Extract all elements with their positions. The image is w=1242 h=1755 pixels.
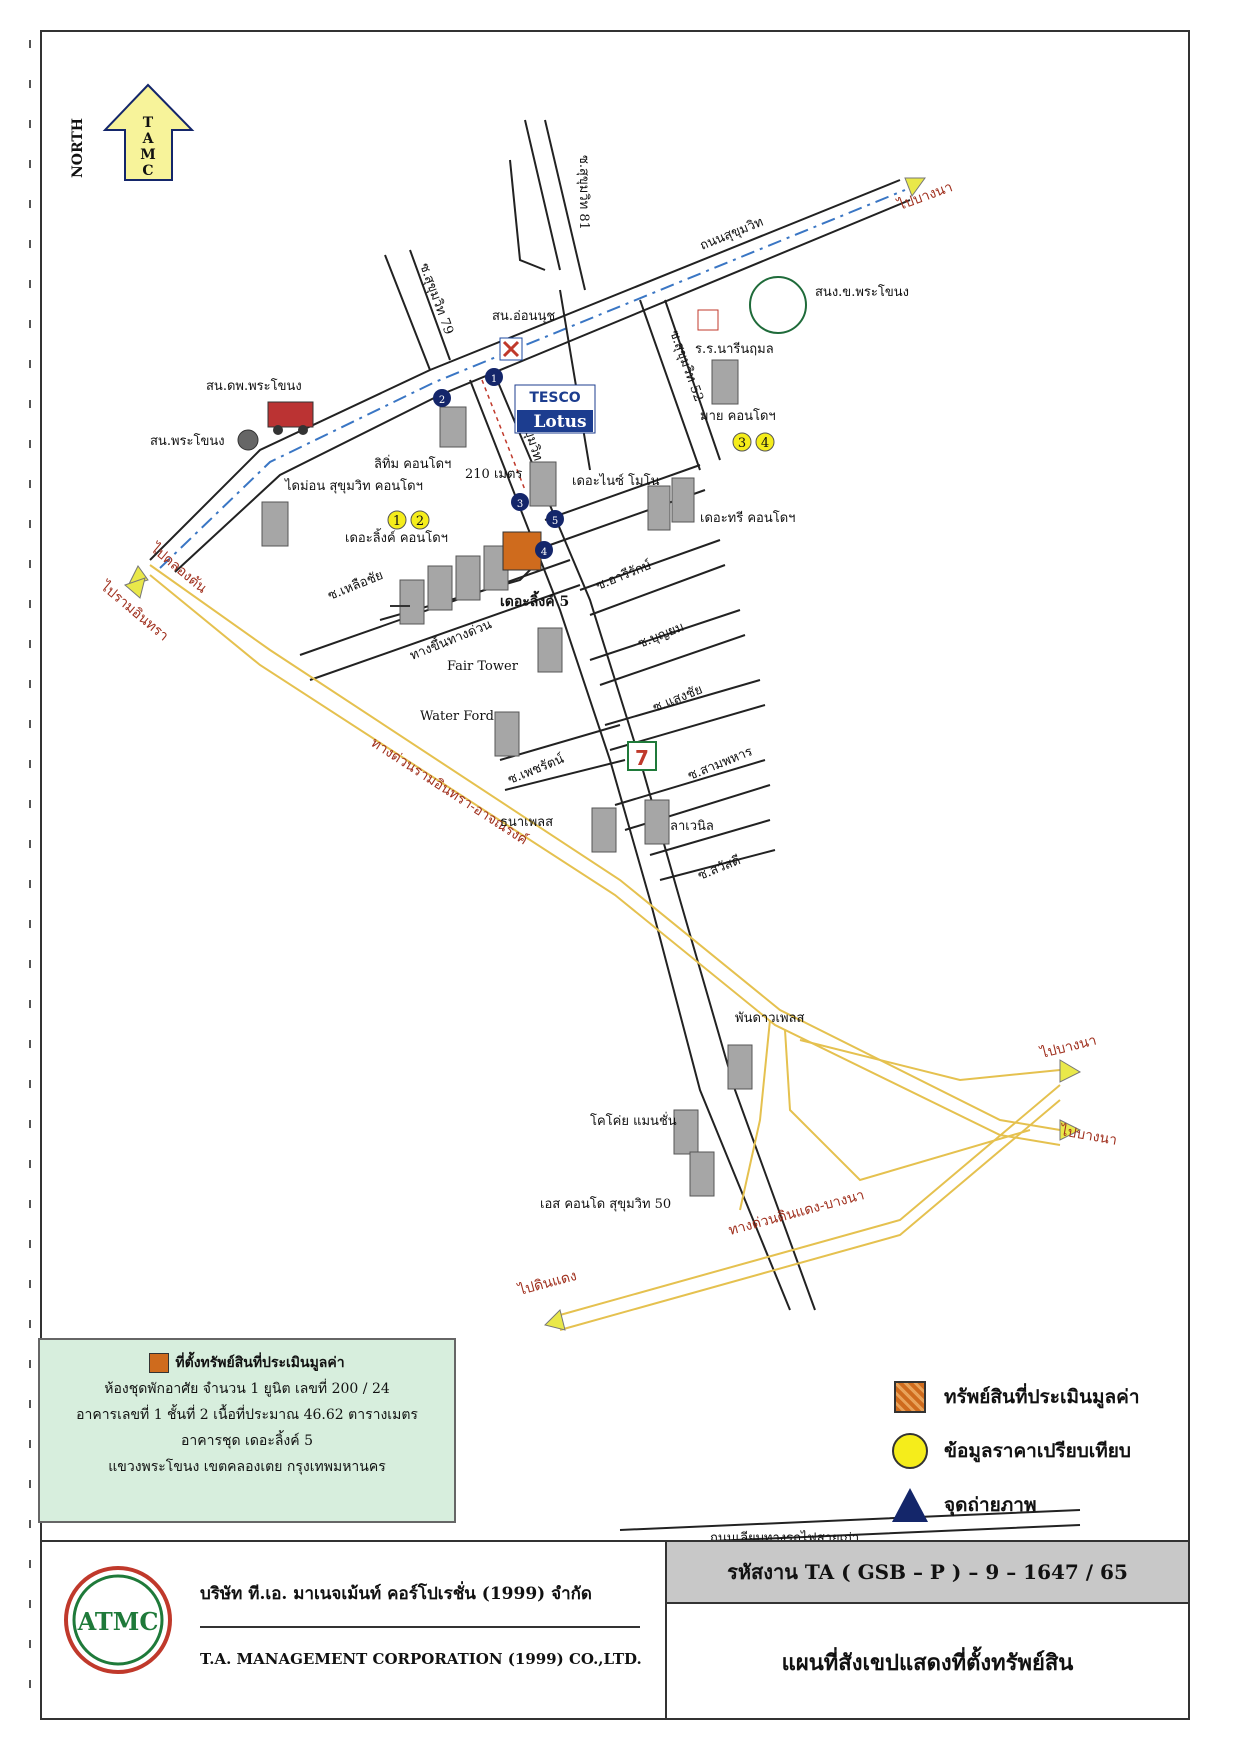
comparable-legend-icon: [892, 1433, 928, 1469]
north-arrow: T A M C NORTH: [70, 83, 195, 181]
soi-81-label: ซ.สุขุมวิท 81: [576, 155, 591, 230]
comparable-markers: 1 2 3 4: [387, 432, 775, 530]
distance-label: 210 เมตร: [465, 467, 522, 482]
info-line-1: ห้องชุดพักอาศัย จำนวน 1 ยูนิต เลขที่ 200…: [104, 1381, 390, 1397]
water-ford-label: Water Ford: [420, 709, 494, 724]
svg-text:TESCO: TESCO: [529, 390, 580, 406]
bts-logo: [499, 337, 523, 361]
soi-boonyom-label: ซ.บุญยม: [636, 620, 687, 652]
fire-station-label: สน.ดพ.พระโขนง: [206, 378, 302, 394]
building-icons: [261, 359, 753, 1197]
expressway-dindaeng-label: ทางด่วนดินแดง-บางนา: [727, 1187, 866, 1239]
company-name-thai: บริษัท ที.เอ. มาเนจเม้นท์ คอร์โปเรชั่น (…: [200, 1584, 592, 1604]
svg-text:Lotus: Lotus: [533, 412, 586, 432]
property-info-box: ที่ตั้งทรัพย์สินที่ประเมินมูลค่า ห้องชุด…: [38, 1338, 456, 1523]
cocoa-mansion-label: โคโค่ย แมนชั่น: [590, 1112, 677, 1129]
north-letter-a: A: [142, 131, 155, 147]
liteam-label: ลิทิ่ม คอนโดฯ: [374, 455, 451, 472]
soi-50-road: [469, 379, 791, 1311]
district-office-label: สนง.ข.พระโขนง: [815, 284, 909, 300]
soi-aree-label: ซ.อารีรักษ์: [594, 557, 655, 594]
footer: ATMC บริษัท ที.เอ. มาเนจเม้นท์ คอร์โปเรช…: [40, 1540, 1190, 1720]
svg-text:ATMC: ATMC: [77, 1607, 159, 1636]
svg-text:2: 2: [439, 395, 445, 406]
lavin-label: ลาเวนิล: [670, 819, 714, 834]
info-line-3: อาคารชุด เดอะลิ้งค์ 5: [180, 1433, 313, 1449]
svg-text:2: 2: [416, 514, 424, 529]
svg-text:5: 5: [552, 516, 558, 527]
map-title: แผนที่สังเขปแสดงที่ตั้งทรัพย์สิน: [781, 1649, 1074, 1676]
pundao-place-label: พันดาวเพลส: [735, 1011, 804, 1026]
fair-tower-label: Fair Tower: [447, 659, 519, 674]
expressway-network: [124, 564, 1082, 1331]
soi-luechai-label: ซ.เหลือชัย: [326, 567, 386, 604]
tesco-lotus-logo: TESCO Lotus: [514, 384, 596, 434]
to-bangna-r1-label: ไปบางนา: [1038, 1032, 1098, 1063]
north-letter-c: C: [142, 163, 153, 179]
svg-text:4: 4: [541, 547, 547, 558]
to-dindaeng-label: ไปดินแดง: [516, 1267, 579, 1299]
legend-photo: จุดถ่ายภาพ: [944, 1494, 1037, 1516]
subject-swatch-icon: [149, 1353, 170, 1373]
police-station-label: สน.พระโขนง: [150, 433, 225, 449]
soi-sampaharn-label: ซ.สามพหาร: [686, 744, 755, 783]
map-frame: [40, 30, 1190, 1720]
bts-onnut-label: สน.อ่อนนุช: [492, 309, 555, 324]
company-name-english: T.A. MANAGEMENT CORPORATION (1999) CO.,L…: [200, 1650, 642, 1668]
thana-place-label: ธนาเพลส: [500, 815, 553, 830]
company-logo: ATMC: [64, 1566, 172, 1674]
job-code: รหัสงาน TA ( GSB – P ) – 9 – 1647 / 65: [667, 1542, 1188, 1604]
diamond-label: ไดม่อน สุขุมวิท คอนโดฯ: [284, 478, 423, 494]
svg-text:7: 7: [635, 746, 649, 770]
map-legend: ทรัพย์สินที่ประเมินมูลค่า ข้อมูลราคาเปรี…: [890, 1370, 1140, 1532]
fire-truck-icon: [267, 401, 314, 435]
photo-point-legend-icon: [892, 1488, 928, 1522]
company-divider: [200, 1626, 640, 1628]
soi-saengchai-label: ซ.แสงชัย: [651, 682, 705, 715]
soi-81-road: [524, 119, 591, 471]
soi-52-road: [639, 299, 721, 471]
svg-text:3: 3: [738, 436, 746, 451]
to-bangna-top-label: ไปบางนา: [895, 178, 955, 214]
seven-eleven-icon: 7: [627, 741, 657, 771]
binding-holes: [29, 40, 31, 1688]
north-label: NORTH: [70, 118, 86, 178]
legend-subject: ทรัพย์สินที่ประเมินมูลค่า: [944, 1386, 1140, 1408]
to-bangna-r2-label: ไปบางนา: [1058, 1122, 1118, 1149]
the-three-label: เดอะทรี คอนโดฯ: [700, 510, 795, 526]
info-line-4: แขวงพระโขนง เขตคลองเตย กรุงเทพมหานคร: [108, 1459, 386, 1475]
subject-legend-icon: [894, 1381, 926, 1413]
svg-text:3: 3: [517, 499, 523, 510]
site-map: T A M C NORTH ถนนสุขุมวิท ซ.สุขุมวิท 81 …: [70, 83, 1118, 1540]
subject-property-label: เดอะลิ้งค์ 5: [500, 590, 569, 610]
info-line-2: อาคารเลขที่ 1 ชั้นที่ 2 เนื้อที่ประมาณ 4…: [76, 1407, 418, 1423]
north-letter-t: T: [143, 115, 154, 131]
soi-79-road: [384, 249, 451, 371]
soi-79-label: ซ.สุขุมวิท 79: [416, 261, 456, 337]
nine-mono-label: เดอะไนซ์ โมโน: [572, 473, 660, 489]
my-condo-label: มาย คอนโดฯ: [700, 408, 776, 424]
svg-text:1: 1: [393, 514, 401, 529]
police-badge-icon: [237, 429, 259, 451]
school-icon: [697, 309, 719, 331]
district-office-seal-icon: [749, 276, 807, 334]
subject-property-marker: [502, 531, 542, 571]
photo-point-markers: 1 2 3 4 5: [433, 368, 564, 559]
legend-comparable: ข้อมูลราคาเปรียบเทียบ: [944, 1440, 1131, 1462]
s-condo-label: เอส คอนโด สุขุมวิท 50: [540, 1196, 671, 1212]
link-condo-label: เดอะลิ้งค์ คอนโดฯ: [345, 528, 448, 546]
info-heading: ที่ตั้งทรัพย์สินที่ประเมินมูลค่า: [175, 1355, 345, 1371]
school-label: ร.ร.นารีนฤมล: [695, 341, 774, 357]
old-rail-road-label: ถนนเลียบทางรถไฟสายเก่า: [710, 1530, 859, 1540]
svg-text:4: 4: [761, 436, 769, 451]
svg-text:1: 1: [491, 374, 497, 385]
north-letter-m: M: [140, 147, 156, 163]
soi-sawasdi-label: ซ.สวัสดี: [696, 852, 743, 884]
